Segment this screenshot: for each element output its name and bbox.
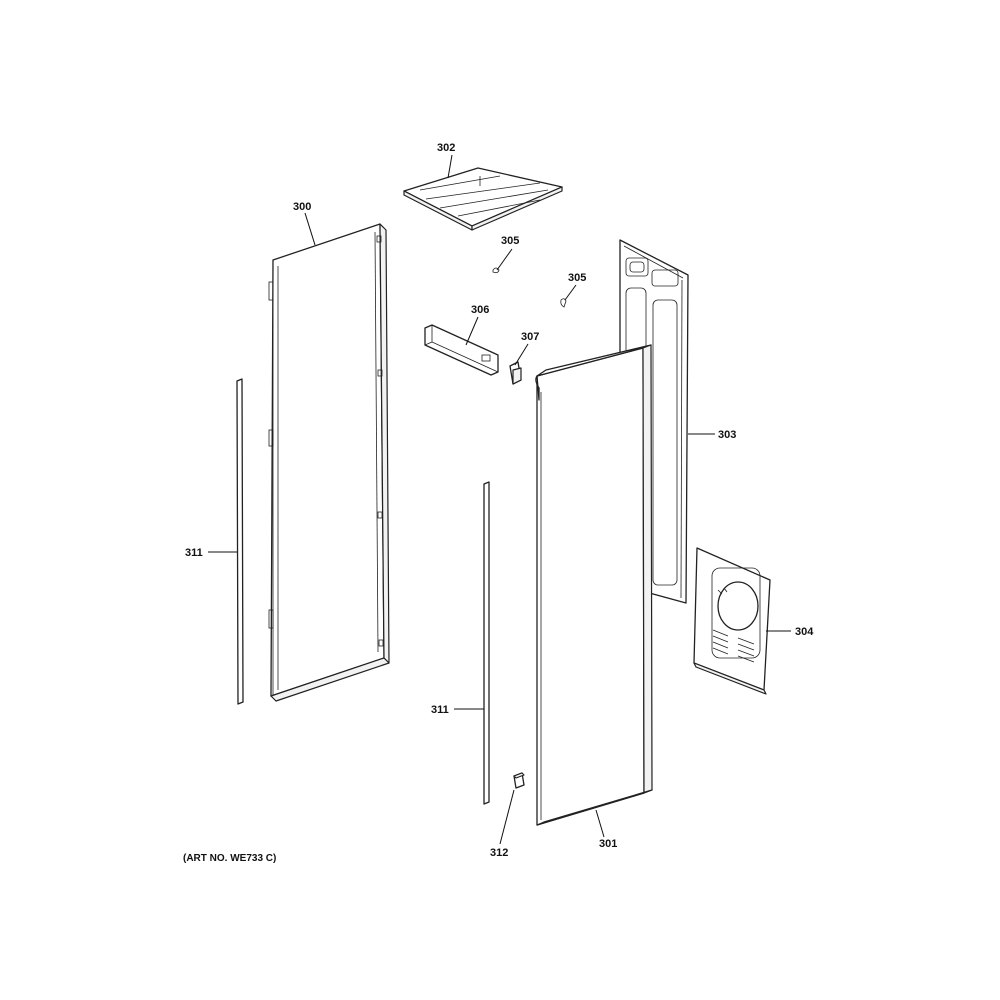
part-302-top-panel: [403, 167, 563, 231]
label-301: 301: [599, 838, 617, 850]
part-311-center-gasket-strip: [483, 481, 490, 805]
part-312-clip: [513, 772, 525, 789]
part-304-vent-cover: [693, 547, 771, 695]
label-311-b: 311: [431, 704, 449, 716]
label-305-a: 305: [501, 235, 519, 247]
label-302: 302: [437, 142, 455, 154]
part-301-front-panel: [535, 344, 653, 826]
label-303: 303: [718, 429, 736, 441]
label-300: 300: [293, 201, 311, 213]
part-305-screw-a: [492, 267, 500, 274]
part-311-left-gasket-strip: [236, 378, 244, 705]
art-number: (ART NO. WE733 C): [183, 853, 276, 864]
part-305-screw-b: [560, 298, 567, 308]
part-300-left-side-panel: [268, 223, 390, 702]
label-307: 307: [521, 331, 539, 343]
label-312: 312: [490, 847, 508, 859]
label-304: 304: [795, 626, 814, 638]
label-306: 306: [471, 304, 489, 316]
label-311-a: 311: [185, 547, 203, 559]
part-306-trim-piece: [424, 324, 499, 376]
callout-labels: 302 300 305 305 306 307 303 311 304 311 …: [185, 142, 814, 859]
label-305-b: 305: [568, 272, 586, 284]
part-307-bracket: [509, 361, 522, 385]
leader-lines: [208, 154, 791, 845]
